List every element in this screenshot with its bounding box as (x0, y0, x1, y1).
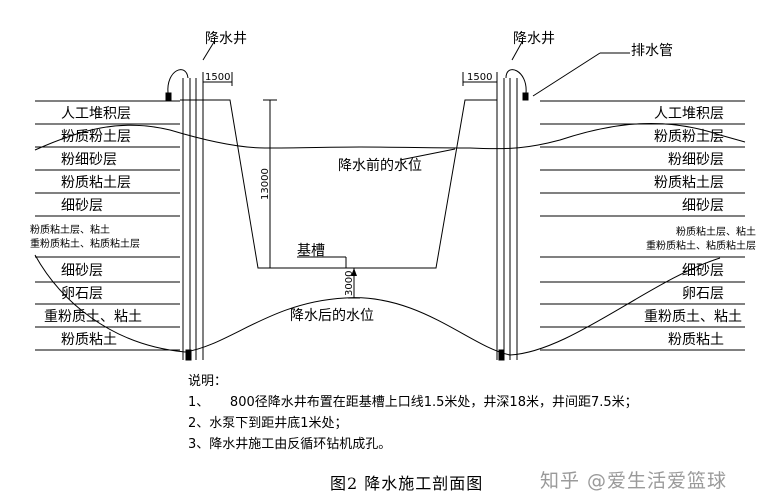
foundation-pit-label: 基槽 (297, 242, 325, 259)
dim-3000-label: 3000 (344, 271, 355, 296)
layer-label: 细砂层 (61, 263, 103, 279)
layer-label: 细砂层 (682, 198, 724, 214)
well-label-right: 降水井 (513, 31, 555, 47)
watermark: 知乎 @爱生活爱篮球 (540, 470, 728, 492)
dim-right-top (462, 72, 498, 86)
dim-depth-label: 13000 (260, 168, 271, 200)
layer-label: 细砂层 (61, 198, 103, 214)
layer-label: 粉质粘土层、粘土 (676, 225, 756, 238)
dim-right-top-label: 1500 (467, 72, 492, 83)
water-after-label: 降水后的水位 (290, 308, 374, 324)
layer-label: 粉细砂层 (61, 152, 117, 168)
notes-line-1: 1、 800径降水井布置在距基槽上口线1.5米处，井深18米，井间距7.5米； (188, 395, 638, 410)
left-layer-lines (35, 100, 180, 351)
layer-label: 重粉质粘土、粘质粘土层 (646, 239, 756, 252)
layer-label: 粉质粘土 (61, 332, 117, 348)
dim-left-top-label: 1500 (205, 72, 230, 83)
left-well (165, 69, 204, 361)
layer-label: 粉质粘土层 (61, 175, 131, 191)
notes-line-2: 2、水泵下到距井底1米处； (188, 416, 348, 431)
notes-line-3: 3、降水井施工由反循环钻机成孔。 (188, 437, 392, 452)
layer-label: 粉质粘土 (668, 332, 724, 348)
layer-label: 粉质粘土层、粘土 (30, 223, 110, 236)
pit-outline (203, 99, 497, 269)
layer-label: 人工堆积层 (654, 106, 724, 122)
layer-label: 卵石层 (61, 286, 103, 302)
layer-label: 粉质粉土层 (61, 129, 131, 145)
right-layer-labels: 人工堆积层 粉质粉土层 粉细砂层 粉质粘土层 细砂层 粉质粘土层、粘土 重粉质粘… (644, 106, 756, 348)
notes: 说明： 1、 800径降水井布置在距基槽上口线1.5米处，井深18米，井间距7.… (188, 371, 638, 455)
water-level-after (34, 254, 721, 356)
layer-label: 人工堆积层 (61, 106, 131, 122)
layer-label: 重粉质土、粘土 (644, 309, 742, 325)
drain-pipe-label: 排水管 (631, 43, 673, 59)
water-before-label: 降水前的水位 (338, 157, 422, 174)
notes-title: 说明： (188, 374, 228, 389)
dim-left-top (202, 72, 233, 86)
figure-caption: 图2 降水施工剖面图 (330, 474, 484, 493)
well-label-left: 降水井 (205, 31, 247, 47)
layer-label: 卵石层 (682, 286, 724, 302)
layer-label: 重粉质粘土、粘质粘土层 (30, 237, 140, 250)
layer-label: 粉质粉土层 (654, 129, 724, 145)
left-layer-labels: 人工堆积层 粉质粉土层 粉细砂层 粉质粘土层 细砂层 粉质粘土层、粘土 重粉质粘… (30, 106, 142, 348)
right-well (496, 69, 529, 361)
layer-label: 重粉质土、粘土 (44, 309, 142, 325)
layer-label: 细砂层 (682, 263, 724, 279)
layer-label: 粉细砂层 (668, 152, 724, 168)
water-level-before (34, 123, 746, 151)
dim-depth (263, 99, 277, 269)
layer-label: 粉质粘土层 (654, 175, 724, 191)
